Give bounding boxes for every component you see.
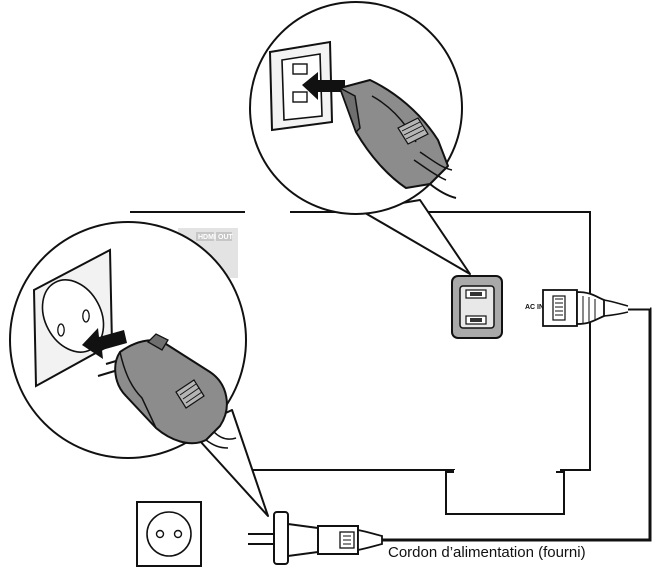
ac-in-label: AC IN [525,304,544,311]
power-plug-icon [248,511,383,565]
closeup-iec-plug [338,79,457,199]
cable-caption: Cordon d’alimentation (fourni) [388,544,586,561]
insert-arrow-icon [302,72,345,100]
closeup-power-plug [97,333,237,449]
hdmi-label: HDMI [198,234,216,241]
insert-arrow-icon [82,328,127,359]
hdmi-sub-label: OUT [218,234,234,241]
device-foot [445,471,565,515]
device-rear-panel [130,211,591,471]
ac-inlet-icon [451,275,503,339]
iec-connector-icon [542,289,629,327]
closeup-inlet-socket [268,40,334,132]
wall-socket-icon [136,501,202,567]
